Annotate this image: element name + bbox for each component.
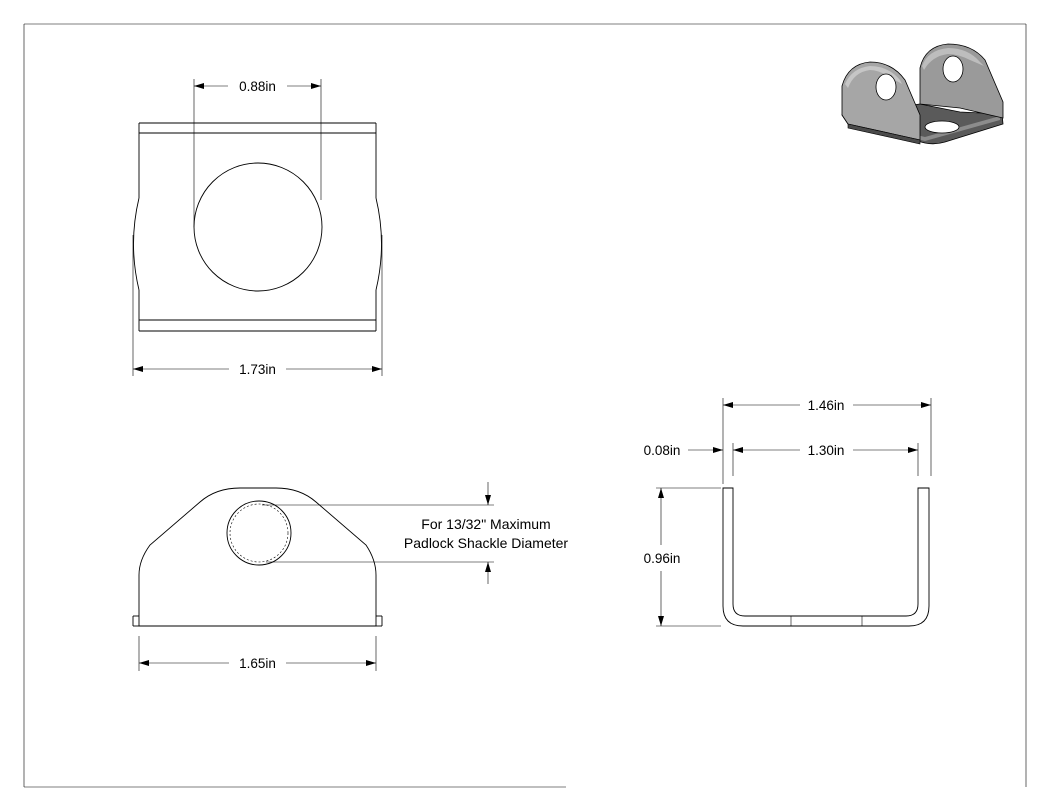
dim-height: 0.96in — [644, 487, 721, 627]
dim-side-outer-width-label: 1.46in — [808, 398, 845, 413]
dim-side-outer-width: 1.46in — [722, 398, 932, 484]
dim-front-width-label: 1.65in — [239, 656, 276, 671]
dim-side-inner-width: 1.30in — [732, 443, 919, 476]
dim-height-label: 0.96in — [644, 551, 681, 566]
dim-side-inner-width-label: 1.30in — [808, 443, 845, 458]
shackle-note-line1: For 13/32" Maximum — [421, 516, 550, 532]
dim-thickness-label: 0.08in — [644, 443, 681, 458]
front-view — [132, 487, 383, 627]
dim-hole-width-label: 0.88in — [239, 79, 276, 94]
dim-front-width: 1.65in — [138, 636, 377, 671]
isometric-preview — [841, 43, 1004, 145]
shackle-note-line2: Padlock Shackle Diameter — [404, 535, 569, 551]
dim-top-width: 1.73in — [132, 235, 383, 377]
dim-shackle-diameter: For 13/32" Maximum Padlock Shackle Diame… — [262, 482, 568, 584]
sheet-border — [23, 23, 1027, 788]
front-view-hole — [226, 500, 292, 566]
top-view-hole — [193, 162, 323, 292]
dim-thickness: 0.08in — [644, 443, 723, 458]
dim-hole-width: 0.88in — [193, 79, 322, 227]
top-view — [133, 122, 382, 332]
dim-top-width-label: 1.73in — [239, 362, 276, 377]
side-view — [722, 487, 930, 627]
